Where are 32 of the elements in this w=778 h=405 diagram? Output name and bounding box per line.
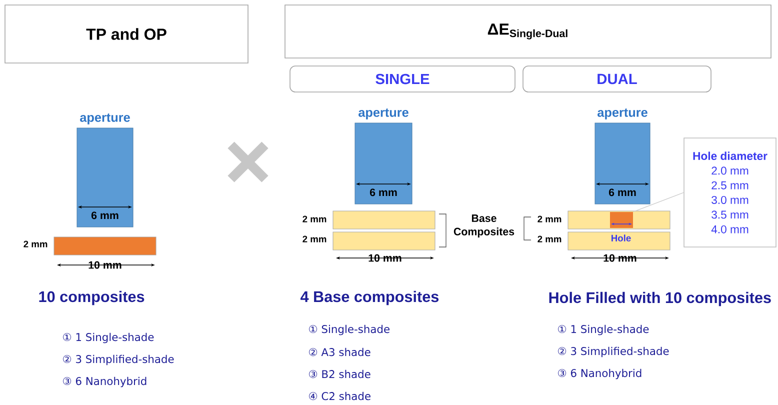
list-item: ④ C2 shade [309,392,370,400]
list-heading: 4 Base composites [300,290,439,306]
tab-label: SINGLE [290,66,516,92]
dimension-label: 2 mm [538,216,562,222]
part-label: Hole [612,234,631,242]
list-item: ① 1 Single-shade [63,332,154,344]
dimension-label: 2 mm [24,240,48,248]
list-item: ③ 6 Nanohybrid [558,368,642,380]
hole-diameter-box: Hole diameter 2.0 mm 2.5 mm 3.0 mm 3.5 mm 4.0 mm [684,138,776,248]
list-item: ① Single-shade [309,324,390,336]
dimension-label: 6 mm [608,188,636,196]
aperture-label: aperture [598,108,648,120]
list-heading: Hole Filled with 10 composites [549,292,771,306]
dimension-label: 2 mm [538,236,562,242]
list-heading: 10 composites [39,290,144,306]
list-item: ② A3 shade [309,348,370,356]
list-item: ③ 6 Nanohybrid [63,376,146,388]
dimension-label: 6 mm [370,188,397,196]
aperture-label: aperture [80,114,130,124]
list-item: ① 1 Single-shade [558,324,649,336]
list-item: ② 3 Simplified-shade [558,346,669,358]
header-box: TP and OP [4,4,248,64]
aperture-label: aperture [358,108,408,120]
dimension-label: 6 mm [91,212,118,220]
header-box: $\text{\bfseries ΔE}_{\text{\bfseries Single-Dual}}$ [284,4,772,58]
part-label: Base Composites [454,214,514,238]
leader-line [632,192,684,212]
tab-label: DUAL [522,66,712,92]
list-item: ③ B2 shade [309,370,370,378]
list-item: ② 3 Simplified-shade [63,354,174,366]
dimension-label: 2 mm [302,236,326,242]
dimension-label: 2 mm [302,216,326,222]
